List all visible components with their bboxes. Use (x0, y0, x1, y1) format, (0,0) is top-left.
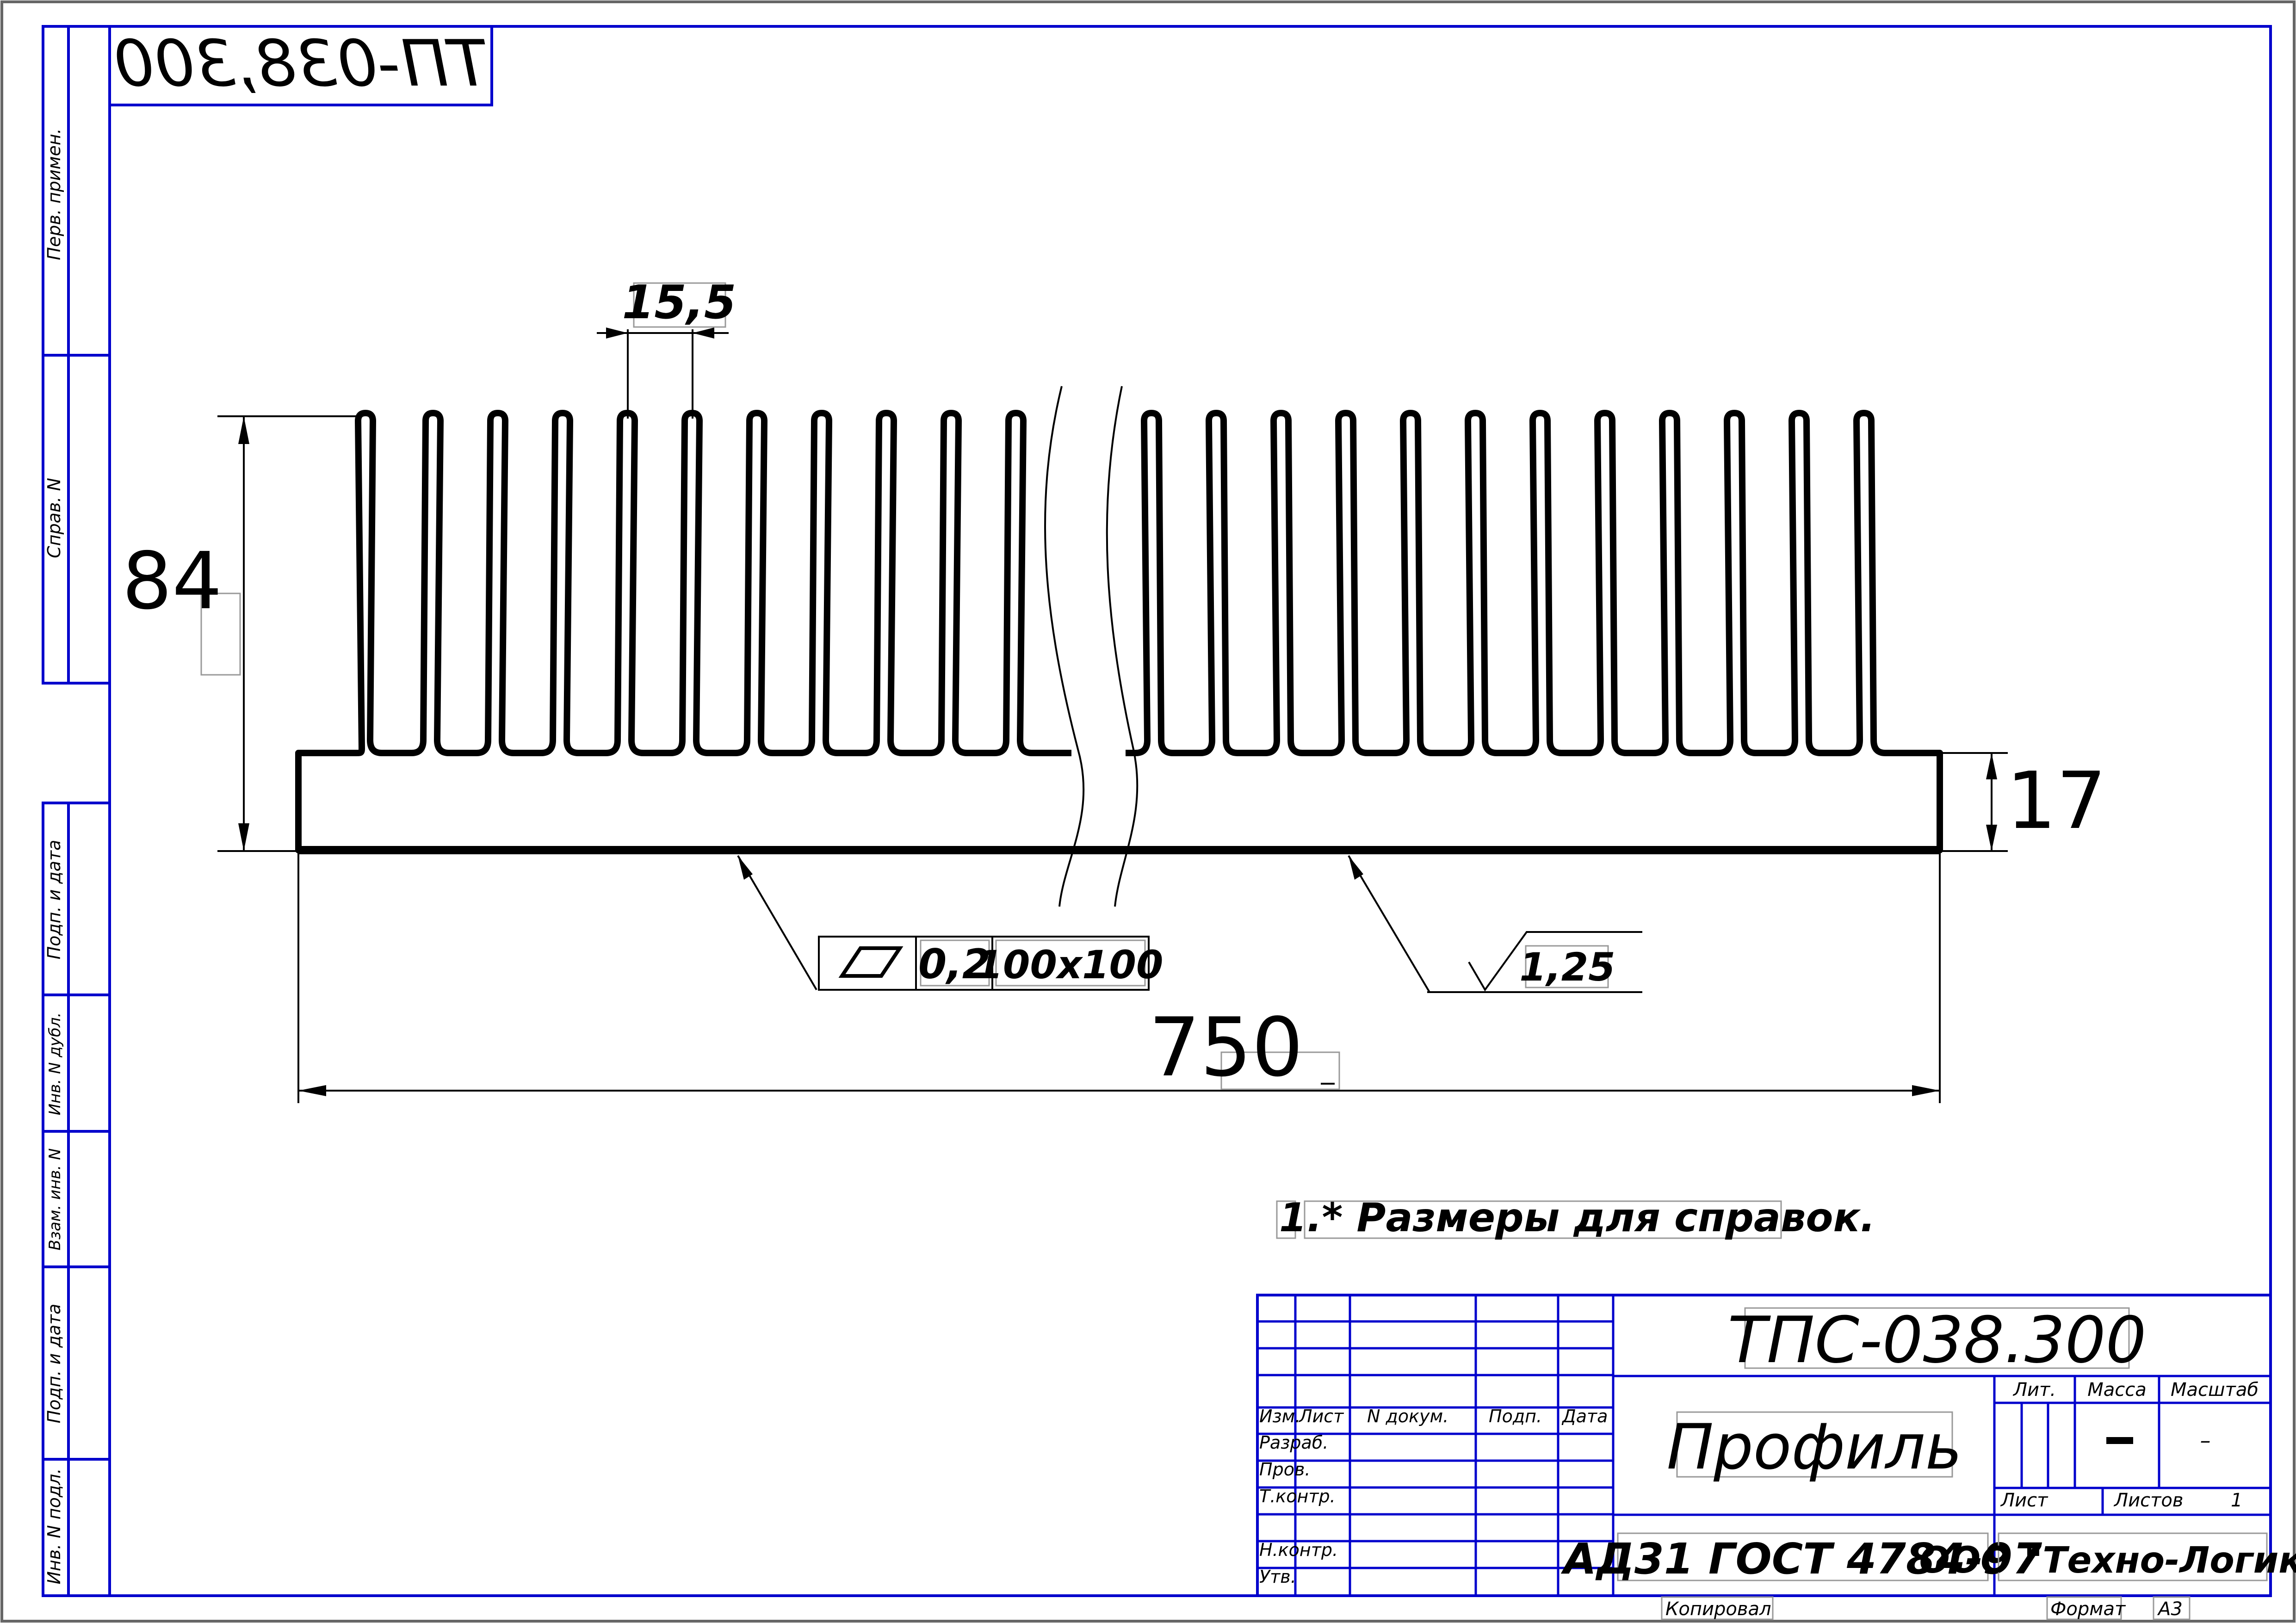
mirrored-code-box: ТП-038,300 (108, 25, 493, 106)
note-text: 1.* Размеры для справок. (1279, 1195, 1875, 1241)
sheet-footer: Копировал Формат А3 (1661, 1596, 2191, 1620)
list-label: Лист (2000, 1490, 2048, 1511)
flatness-icon (838, 946, 904, 978)
stamp-sprav-n: Справ. N (44, 478, 64, 558)
stamp-podp-data-2: Подп. и дата (44, 1304, 64, 1424)
listov-value: 1 (2231, 1490, 2242, 1511)
roughness-icon (1468, 931, 1642, 992)
stamp-inv-n-podl: Инв. N подл. (44, 1468, 64, 1584)
stamp-inv-n-dubl: Инв. N дубл. (46, 1012, 64, 1116)
format-value: А3 (2157, 1598, 2183, 1620)
row-t-kontr: Т.контр. (1259, 1486, 1336, 1506)
masshtab-value: – (2200, 1428, 2211, 1453)
designation: ТПС-038.300 (1728, 1303, 2147, 1377)
kopiroval: Копировал (1665, 1598, 1771, 1620)
col-list: Лист (1298, 1406, 1344, 1426)
massa-label: Масса (2087, 1379, 2147, 1401)
listov-label: Листов (2113, 1490, 2183, 1511)
part-name: Профиль (1667, 1411, 1962, 1483)
flatness-area: 100x100 (976, 942, 1163, 987)
break-line-left (1044, 386, 1085, 907)
dim-base-thickness: 17 (1940, 752, 2106, 852)
col-izm: Изм. (1259, 1406, 1300, 1426)
stamp-podp-data-1: Подп. и дата (44, 840, 64, 960)
col-podp: Подп. (1489, 1406, 1542, 1426)
mirrored-code: ТП-038,300 (114, 26, 488, 101)
dim-height: 84 (122, 415, 361, 852)
technical-note: 1.* Размеры для справок. (1276, 1195, 1875, 1241)
material: АД31 ГОСТ 4784-97 (1561, 1534, 2042, 1584)
dim-length: 750 (297, 851, 1941, 1103)
title-block: ТПС-038.300 Профиль АД31 ГОСТ 4784-97 ОО… (1256, 1294, 2296, 1597)
profile-outline-left (295, 410, 1071, 853)
format-label: Формат (2050, 1598, 2126, 1620)
company: ООО "Техно-Логика" (1919, 1540, 2296, 1581)
roughness-value: 1,25 (1519, 944, 1615, 990)
surface-roughness: 1,25 (1348, 855, 1642, 993)
col-docum: N докум. (1367, 1406, 1448, 1426)
row-n-kontr: Н.контр. (1259, 1540, 1338, 1560)
profile-outline-right (1126, 410, 1943, 853)
dim-base-thickness-value: 17 (2006, 755, 2106, 847)
row-utv: Утв. (1259, 1567, 1296, 1587)
break-line-right (1106, 386, 1139, 907)
dim-fin-pitch-value: 15,5 (622, 275, 736, 329)
stamp-perv-primen: Перв. примен. (44, 128, 64, 260)
dim-length-value: 750 (1149, 1001, 1303, 1095)
dim-fin-pitch: 15,5 (597, 275, 736, 419)
row-prov: Пров. (1259, 1459, 1310, 1480)
col-data: Дата (1561, 1406, 1608, 1426)
flatness-tolerance: 0,2 100x100 (737, 855, 1163, 991)
masshtab-label: Масштаб (2171, 1379, 2259, 1401)
row-razrab: Разраб. (1259, 1432, 1328, 1453)
flatness-value: 0,2 (918, 940, 990, 988)
massa-value: – (2115, 1431, 2124, 1452)
stamp-vzam-inv-n: Взам. инв. N (46, 1148, 64, 1251)
lit-label: Лит. (2012, 1379, 2056, 1401)
side-stamp: Перв. примен. Справ. N Подп. и дата Инв.… (42, 25, 111, 1597)
dim-height-value: 84 (122, 536, 222, 627)
heatsink-profile (295, 386, 1943, 907)
